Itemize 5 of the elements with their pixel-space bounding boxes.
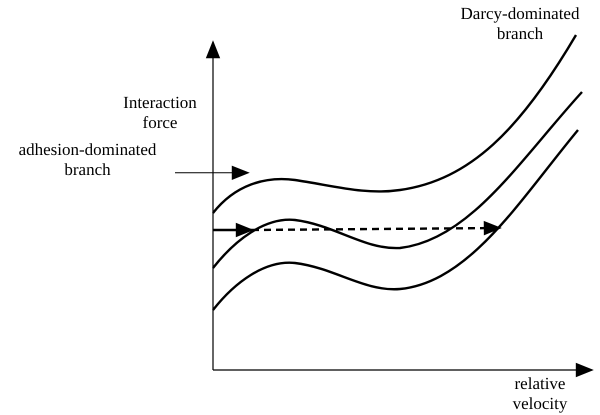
axis-label: relative velocity: [512, 374, 568, 414]
branch-label: adhesion-dominated branch: [0, 140, 175, 180]
leader-line: [174, 166, 250, 180]
axis-label: Interaction force: [122, 93, 198, 133]
branch-label: Darcy-dominated branch: [460, 4, 580, 44]
